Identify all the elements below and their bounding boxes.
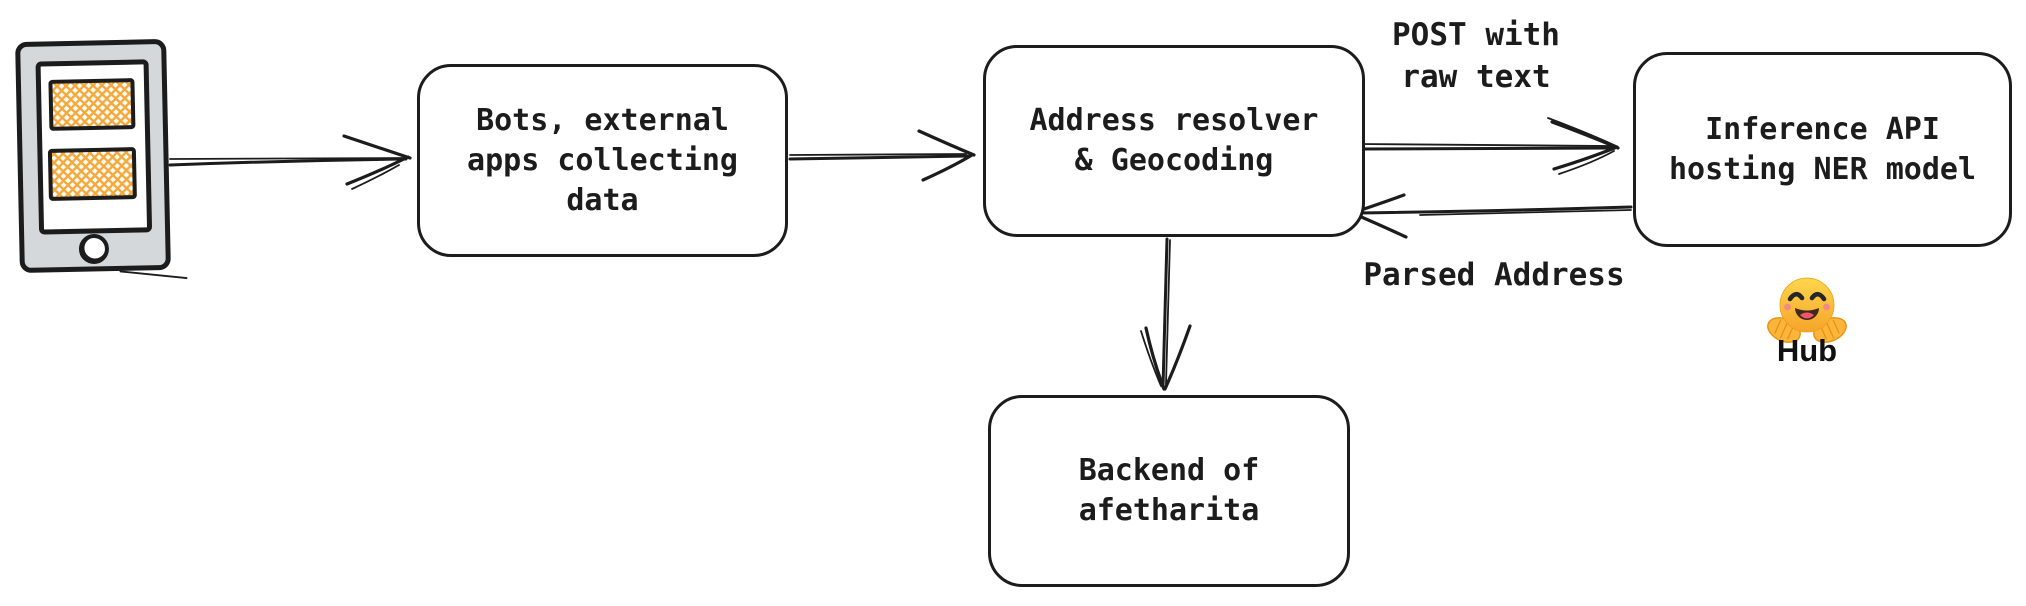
hub-label: Hub bbox=[1776, 333, 1838, 368]
node-resolver: Address resolver & Geocoding bbox=[983, 45, 1365, 237]
emoji-left-cheek bbox=[1784, 303, 1791, 311]
emoji-right-cheek bbox=[1823, 303, 1830, 311]
arrow-bots-to-resolver bbox=[788, 129, 976, 182]
hugging-face-emoji bbox=[1767, 277, 1847, 343]
node-backend: Backend of afetharita bbox=[988, 395, 1350, 587]
phone-icon bbox=[15, 39, 188, 279]
phone-tile-top bbox=[48, 78, 136, 131]
phone-sketch-overshoot bbox=[119, 270, 188, 279]
edge-label-post: POST with raw text bbox=[1392, 17, 1560, 95]
node-bots: Bots, external apps collecting data bbox=[417, 64, 788, 257]
arrow-resolver-to-backend bbox=[1140, 237, 1192, 391]
emoji-face bbox=[1779, 277, 1835, 333]
emoji-tongue bbox=[1800, 312, 1814, 319]
phone-tile-bottom bbox=[47, 147, 137, 201]
phone-home-button-sketchline bbox=[82, 235, 108, 261]
arrow-inference-to-resolver bbox=[1338, 193, 1633, 239]
edge-label-parsed: Parsed Address bbox=[1363, 257, 1625, 293]
arrow-phone-to-bots bbox=[168, 134, 412, 190]
emoji-right-eye bbox=[1809, 291, 1827, 302]
arrow-resolver-to-inference bbox=[1356, 117, 1620, 175]
emoji-left-eye bbox=[1787, 291, 1805, 302]
node-inference: Inference API hosting NER model bbox=[1633, 52, 2012, 247]
